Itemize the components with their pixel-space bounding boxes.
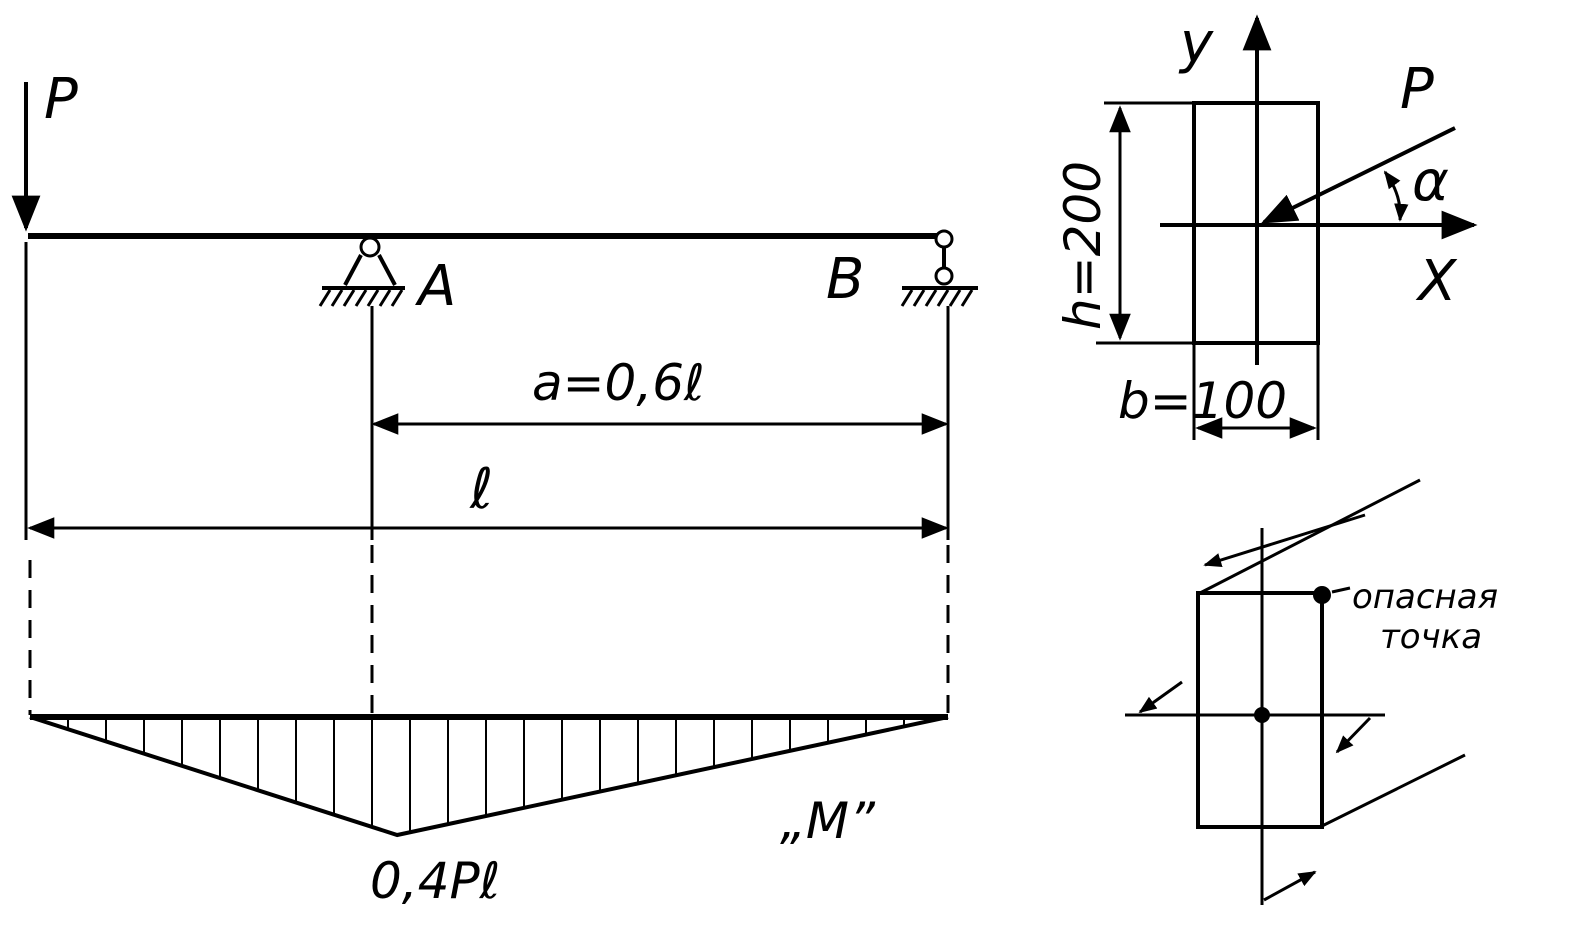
section-force-label: P [1400, 57, 1434, 122]
x-axis-label: X [1415, 249, 1458, 314]
width-label: b=100 [1118, 372, 1287, 430]
dimension-l: ℓ [27, 457, 949, 539]
moment-max-label: 0,4Pℓ [370, 852, 500, 910]
dimension-a: a=0,6ℓ [371, 354, 949, 435]
moment-diagram: 0,4Pℓ „M” [29, 714, 949, 910]
moment-hatch [67, 717, 943, 833]
moment-name-label: „M” [780, 792, 876, 850]
angle-label: α [1412, 149, 1449, 214]
support-b-hinge-top [934, 229, 954, 249]
support-a-label: A [415, 254, 456, 319]
stress-section: опасная точка [1125, 478, 1498, 905]
support-a-hinge [359, 236, 381, 258]
force-p: P [11, 67, 78, 232]
stress-line-top-inner [1203, 513, 1366, 568]
support-b: B [826, 229, 978, 312]
height-label: h=200 [1054, 161, 1112, 330]
support-a-triangle [343, 254, 397, 286]
section-force-arrow [1260, 126, 1456, 224]
moment-outline [29, 715, 949, 838]
support-b-label: B [826, 247, 864, 312]
stress-line-top-outer [1199, 478, 1421, 595]
angle-arc [1383, 170, 1409, 222]
dimension-a-label: a=0,6ℓ [532, 354, 705, 412]
cross-section: y X P α h=200 b=100 [1054, 11, 1478, 440]
danger-label-line2: точка [1380, 617, 1482, 657]
center-point [1254, 707, 1270, 723]
stress-arrow-bottom [1263, 870, 1317, 902]
y-axis-label: y [1178, 11, 1214, 76]
support-b-hatch [900, 289, 974, 307]
danger-point [1313, 586, 1331, 604]
danger-label-line1: опасная [1352, 577, 1498, 617]
stress-rectangle [1196, 591, 1324, 829]
force-label: P [44, 67, 78, 132]
dimension-l-label: ℓ [469, 457, 493, 522]
stress-line-bottom [1321, 753, 1466, 828]
stress-arrow-right [1335, 716, 1372, 754]
support-a: A [318, 236, 456, 319]
danger-leader [1331, 586, 1351, 594]
support-a-hatch [318, 289, 404, 307]
support-b-hinge-bottom [934, 266, 954, 286]
stress-arrow-left [1138, 680, 1183, 714]
